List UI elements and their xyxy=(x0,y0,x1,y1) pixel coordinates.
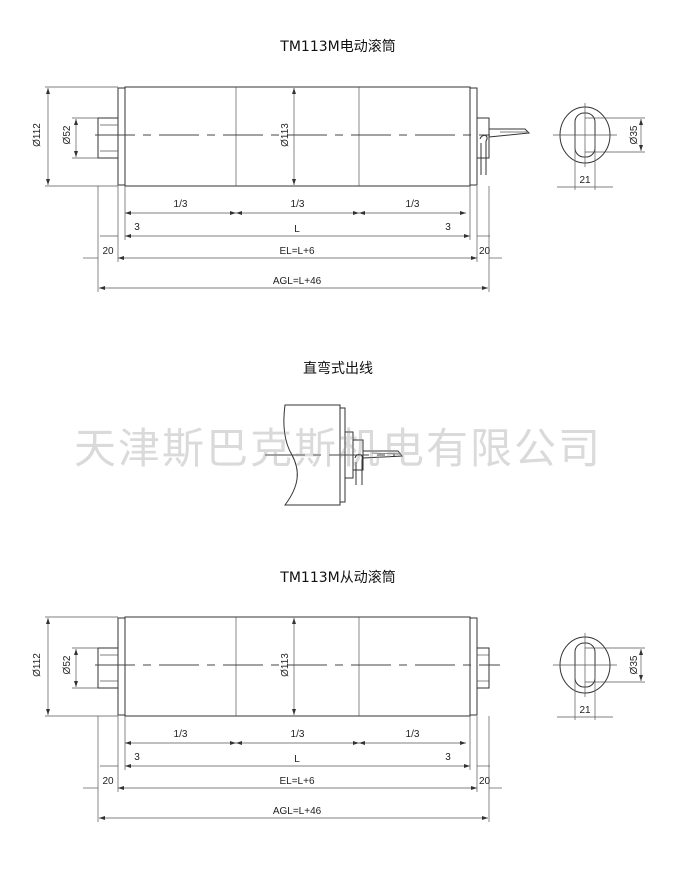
arrowhead xyxy=(74,649,78,655)
arrowhead xyxy=(118,256,124,260)
right-end-cap xyxy=(469,87,478,186)
label-end-left: 20 xyxy=(102,776,114,787)
label-gap-right: 3 xyxy=(445,752,451,763)
label-gap-left: 3 xyxy=(134,752,140,763)
title-idler: TM113M从动滚筒 xyxy=(279,569,395,586)
label-third: 1/3 xyxy=(174,199,188,210)
arrowhead xyxy=(359,211,365,215)
arrowhead xyxy=(292,88,296,94)
label-section-dia: Ø35 xyxy=(629,655,640,674)
watermark: 天津斯巴克斯机电有限公司 xyxy=(73,424,602,473)
arrowhead xyxy=(230,741,236,745)
arrowhead xyxy=(292,709,296,715)
arrowhead xyxy=(99,816,105,820)
bent-cable xyxy=(479,134,488,175)
cable xyxy=(488,128,531,138)
label-third: 1/3 xyxy=(174,729,188,740)
arrowhead xyxy=(464,234,470,238)
arrowhead xyxy=(125,234,131,238)
arrowhead xyxy=(125,764,131,768)
label-gap-left: 3 xyxy=(134,222,140,233)
label-shaft-dia: Ø52 xyxy=(62,125,73,144)
arrowhead xyxy=(639,119,643,125)
arrowhead xyxy=(292,179,296,185)
arrowhead xyxy=(236,741,242,745)
right-end-cap xyxy=(469,617,478,716)
label-el: EL=L+6 xyxy=(279,776,314,787)
right-shaft xyxy=(476,647,490,689)
drum-tube xyxy=(124,616,471,717)
arrowhead xyxy=(464,764,470,768)
arrowhead xyxy=(118,786,124,790)
arrowhead xyxy=(236,211,242,215)
left-end-cap xyxy=(117,87,126,186)
label-flat: 21 xyxy=(579,175,591,186)
title-cable-detail: 直弯式出线 xyxy=(303,360,373,377)
label-flat: 21 xyxy=(579,705,591,716)
left-shaft xyxy=(97,647,119,689)
arrowhead xyxy=(46,88,50,94)
arrowhead xyxy=(125,211,131,215)
arrowhead xyxy=(639,649,643,655)
arrowhead xyxy=(99,286,105,290)
label-end-right: 20 xyxy=(479,776,491,787)
arrowhead xyxy=(482,816,488,820)
left-end-cap xyxy=(117,617,126,716)
arrowhead xyxy=(460,211,466,215)
label-third: 1/3 xyxy=(291,729,305,740)
label-length: L xyxy=(294,754,300,765)
arrowhead xyxy=(230,211,236,215)
label-third: 1/3 xyxy=(291,199,305,210)
arrowhead xyxy=(46,179,50,185)
label-el: EL=L+6 xyxy=(279,246,314,257)
label-shaft-dia: Ø52 xyxy=(62,655,73,674)
label-third: 1/3 xyxy=(406,199,420,210)
arrowhead xyxy=(74,681,78,687)
label-gap-right: 3 xyxy=(445,222,451,233)
arrowhead xyxy=(471,786,477,790)
label-agl: AGL=L+46 xyxy=(273,806,322,817)
arrowhead xyxy=(353,741,359,745)
idler-roller-drawing: Ø112 Ø52 Ø113 1/3 1/3 1/3L 3 3EL=L+6 20 20AGL=L+4… xyxy=(32,616,645,822)
arrowhead xyxy=(471,256,477,260)
cable-outlet-detail xyxy=(265,404,403,506)
label-tube-dia: Ø113 xyxy=(280,653,291,677)
arrowhead xyxy=(46,618,50,624)
label-outer-dia: Ø112 xyxy=(32,123,43,147)
arrowhead xyxy=(639,675,643,681)
drum-tube xyxy=(124,86,471,187)
right-shaft xyxy=(476,117,490,159)
arrowhead xyxy=(125,741,131,745)
title-motorized: TM113M电动滚筒 xyxy=(279,38,395,55)
label-end-right: 20 xyxy=(479,246,491,257)
arrowhead xyxy=(460,741,466,745)
arrowhead xyxy=(482,286,488,290)
left-shaft xyxy=(97,117,119,159)
motorized-roller-drawing: Ø112 Ø52 Ø113 1/3 1/3 1/3L 3 3EL=L+6 20 20AGL=L+4… xyxy=(32,86,645,292)
arrowhead xyxy=(74,119,78,125)
label-third: 1/3 xyxy=(406,729,420,740)
label-agl: AGL=L+46 xyxy=(273,276,322,287)
arrowhead xyxy=(359,741,365,745)
label-outer-dia: Ø112 xyxy=(32,653,43,677)
label-end-left: 20 xyxy=(102,246,114,257)
label-section-dia: Ø35 xyxy=(629,125,640,144)
arrowhead xyxy=(74,151,78,157)
arrowhead xyxy=(46,709,50,715)
arrowhead xyxy=(353,211,359,215)
arrowhead xyxy=(292,618,296,624)
label-length: L xyxy=(294,224,300,235)
label-tube-dia: Ø113 xyxy=(280,123,291,147)
arrowhead xyxy=(639,145,643,151)
